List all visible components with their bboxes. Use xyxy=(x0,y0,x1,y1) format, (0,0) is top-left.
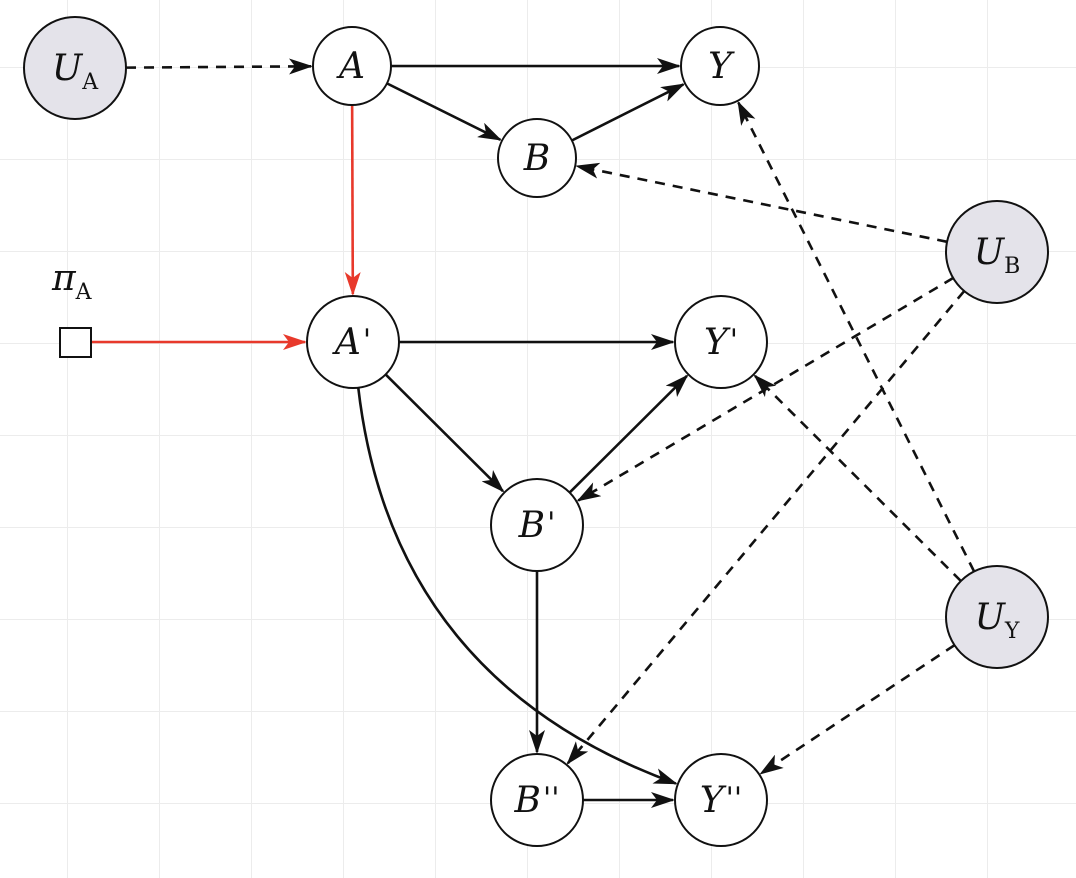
policy-symbol: π xyxy=(51,258,77,299)
node-main: Y xyxy=(700,780,727,821)
node-prime: ' xyxy=(363,323,371,358)
edge-a1-to-b1 xyxy=(384,373,505,493)
node-label: UA xyxy=(52,48,99,95)
node-a1: A' xyxy=(306,295,400,389)
node-main: U xyxy=(974,232,1006,273)
edge-a1-to-y2 xyxy=(356,387,678,785)
edge-uy-to-y xyxy=(737,100,976,573)
node-circle xyxy=(680,26,760,106)
node-label: A xyxy=(336,46,365,87)
edges-layer xyxy=(91,58,976,808)
node-uy: UY xyxy=(945,565,1049,669)
node-a: A xyxy=(312,26,392,106)
node-label: Y' xyxy=(704,322,738,363)
node-label: B'' xyxy=(514,780,560,821)
node-ub: UB xyxy=(945,200,1049,304)
edge-uy-to-y2 xyxy=(759,644,956,775)
edge-ub-to-b2 xyxy=(566,290,966,765)
node-circle xyxy=(674,753,768,847)
node-label: B' xyxy=(518,505,556,546)
edge-a-to-a1 xyxy=(344,104,361,297)
policy-subscript: A xyxy=(75,280,93,305)
node-label: Y xyxy=(708,46,735,87)
node-label: UB xyxy=(974,232,1021,279)
node-main: U xyxy=(975,597,1007,638)
edge-b1-to-y1 xyxy=(568,374,689,494)
node-prime: ' xyxy=(547,506,555,541)
node-main: U xyxy=(52,48,84,89)
node-subscript: B xyxy=(1004,254,1020,279)
node-circle xyxy=(497,118,577,198)
node-y2: Y'' xyxy=(674,753,768,847)
node-prime: '' xyxy=(543,781,560,816)
edge-ub-to-b1 xyxy=(576,276,954,502)
node-b: B xyxy=(497,118,577,198)
policy-box xyxy=(59,327,92,358)
node-circle xyxy=(312,26,392,106)
node-main: B xyxy=(514,780,541,821)
node-circle xyxy=(306,295,400,389)
node-main: Y xyxy=(704,322,731,363)
node-prime: ' xyxy=(730,323,738,358)
node-circle xyxy=(490,753,584,847)
node-circle xyxy=(945,565,1049,669)
edge-uy-to-y1 xyxy=(753,374,962,582)
node-circle xyxy=(674,295,768,389)
edge-ub-to-b xyxy=(575,162,948,244)
policy-label: πA xyxy=(51,258,93,305)
node-label: A' xyxy=(332,322,371,363)
node-main: B xyxy=(518,505,545,546)
node-circle xyxy=(490,478,584,572)
node-label: UY xyxy=(975,597,1020,644)
node-main: A xyxy=(336,46,365,87)
node-main: A xyxy=(332,322,361,363)
node-label: B xyxy=(523,138,550,179)
node-prime: '' xyxy=(726,781,743,816)
node-circle xyxy=(23,16,127,120)
node-b1: B' xyxy=(490,478,584,572)
node-label: Y'' xyxy=(700,780,742,821)
node-subscript: A xyxy=(81,70,99,95)
node-ua: UA xyxy=(23,16,127,120)
node-b2: B'' xyxy=(490,753,584,847)
edge-ua-to-a xyxy=(125,58,314,75)
node-y: Y xyxy=(680,26,760,106)
node-main: Y xyxy=(708,46,735,87)
policy-node: πA xyxy=(51,258,93,358)
node-subscript: Y xyxy=(1004,619,1020,644)
node-main: B xyxy=(523,138,550,179)
edge-b-to-y xyxy=(571,83,686,142)
node-y1: Y' xyxy=(674,295,768,389)
edge-a-to-b xyxy=(386,82,503,141)
node-circle xyxy=(945,200,1049,304)
